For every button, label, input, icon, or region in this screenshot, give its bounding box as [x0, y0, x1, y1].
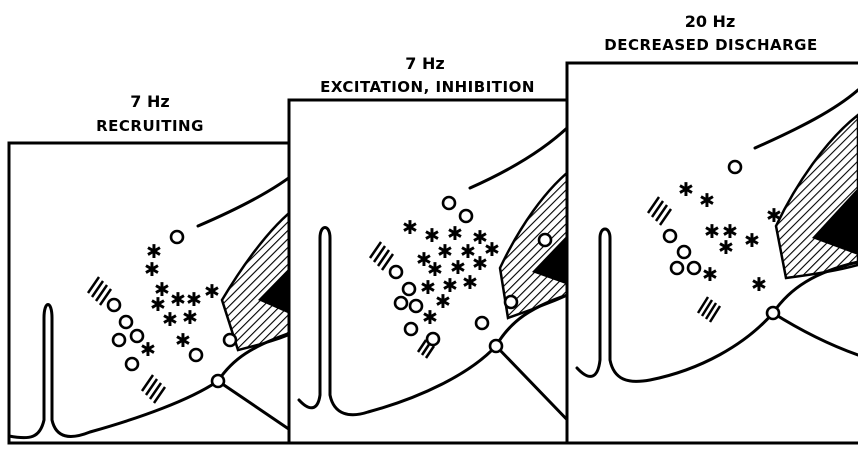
svg-text:✱: ✱ — [402, 217, 418, 239]
svg-text:✱: ✱ — [462, 272, 478, 294]
svg-text:✱: ✱ — [751, 274, 767, 296]
panel-recruiting-junction-circle — [212, 375, 224, 387]
panel-excitation-frequency: 7 Hz — [345, 56, 505, 72]
panel-recruiting-frequency: 7 Hz — [70, 94, 230, 110]
svg-text:✱: ✱ — [204, 281, 220, 303]
panel-excitation-junction-circle — [490, 340, 502, 352]
svg-text:✱: ✱ — [422, 307, 438, 329]
panel-decreased-frequency: 20 Hz — [630, 14, 790, 30]
panel-excitation-label: EXCITATION, INHIBITION — [285, 80, 570, 95]
svg-text:✱: ✱ — [699, 190, 715, 212]
panel-decreased-label: DECREASED DISCHARGE — [570, 38, 852, 53]
panel-recruiting: ✱ ✱ ✱ ✱ ✱ ✱ ✱ ✱ ✱ ✱ ✱ — [9, 143, 299, 443]
svg-text:✱: ✱ — [182, 307, 198, 329]
panel-decreased-junction-circle — [767, 307, 779, 319]
svg-text:✱: ✱ — [175, 330, 191, 352]
svg-text:✱: ✱ — [766, 205, 782, 227]
svg-text:✱: ✱ — [140, 339, 156, 361]
svg-text:✱: ✱ — [420, 277, 436, 299]
svg-text:✱: ✱ — [744, 230, 760, 252]
panel-recruiting-label: RECRUITING — [55, 119, 245, 134]
svg-text:✱: ✱ — [162, 309, 178, 331]
svg-text:✱: ✱ — [718, 237, 734, 259]
svg-text:✱: ✱ — [144, 259, 160, 281]
svg-text:✱: ✱ — [702, 264, 718, 286]
svg-text:✱: ✱ — [678, 179, 694, 201]
panel-excitation-inhibition: ✱ ✱ ✱ ✱ ✱ ✱ ✱ ✱ ✱ ✱ ✱ ✱ ✱ ✱ ✱ ✱ — [289, 100, 577, 443]
panel-decreased-discharge: ✱ ✱ ✱ ✱ ✱ ✱ ✱ ✱ ✱ — [567, 63, 858, 443]
